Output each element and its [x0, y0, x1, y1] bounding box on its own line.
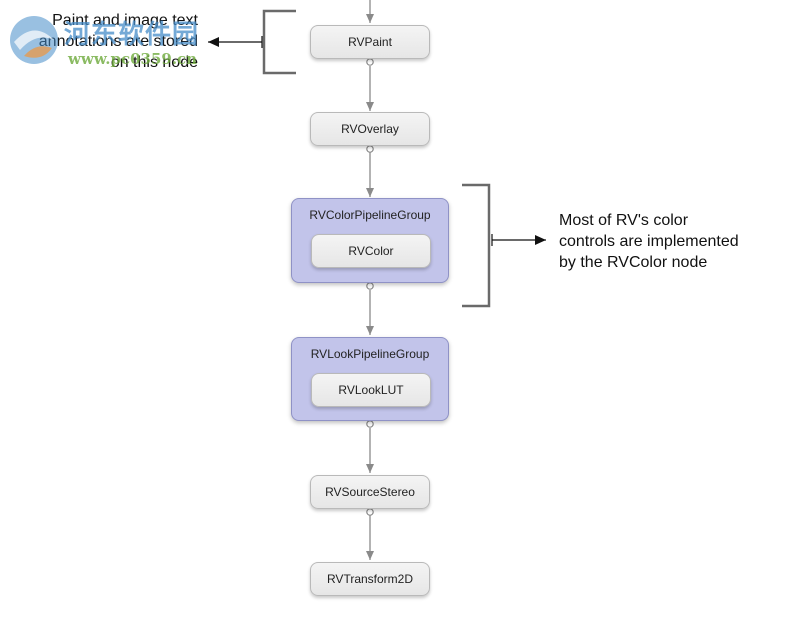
port-rvoverlay-out: [366, 145, 374, 153]
port-rvpaint-out: [366, 58, 374, 66]
group-rvlookpipeline-title: RVLookPipelineGroup: [310, 347, 430, 361]
node-rvlooklut[interactable]: RVLookLUT: [311, 373, 431, 407]
watermark-title: 河东软件园: [64, 20, 200, 50]
annotation-paint-line-3: on this node: [110, 54, 198, 71]
annotation-paint: Paint and image text annotations are sto…: [8, 10, 198, 73]
annotation-paint-line-1: Paint and image text: [52, 12, 198, 29]
annotation-color: Most of RV's color controls are implemen…: [559, 210, 794, 273]
node-rvoverlay-label: RVOverlay: [341, 122, 399, 136]
node-rvsourcestereo[interactable]: RVSourceStereo: [310, 475, 430, 509]
node-rvlooklut-label: RVLookLUT: [338, 383, 404, 397]
node-rvpaint-label: RVPaint: [348, 35, 392, 49]
annotation-color-line-3: by the RVColor node: [559, 254, 708, 271]
bracket-paint: [262, 9, 296, 75]
node-rvcolor-label: RVColor: [348, 244, 394, 258]
node-rvpaint[interactable]: RVPaint: [310, 25, 430, 59]
watermark-url: www.pc0359.cn: [68, 50, 198, 68]
node-rvoverlay[interactable]: RVOverlay: [310, 112, 430, 146]
annotation-paint-line-2: annotations are stored: [38, 33, 198, 50]
node-rvtransform2d[interactable]: RVTransform2D: [310, 562, 430, 596]
node-rvtransform2d-label: RVTransform2D: [326, 572, 414, 586]
port-colorgroup-out: [366, 282, 374, 290]
group-rvcolorpipeline-title: RVColorPipelineGroup: [309, 208, 431, 222]
annotation-color-line-2: controls are implemented: [559, 233, 739, 250]
port-lookgroup-out: [366, 420, 374, 428]
watermark-logo-icon: [10, 16, 58, 64]
watermark: 河东软件园 www.pc0359.cn: [4, 10, 209, 72]
group-rvcolorpipeline[interactable]: RVColorPipelineGroup RVColor: [291, 198, 449, 283]
annotation-color-line-1: Most of RV's color: [559, 212, 689, 229]
node-rvsourcestereo-label: RVSourceStereo: [325, 485, 415, 499]
node-rvcolor[interactable]: RVColor: [311, 234, 431, 268]
bracket-color: [462, 183, 491, 308]
group-rvlookpipeline[interactable]: RVLookPipelineGroup RVLookLUT: [291, 337, 449, 421]
port-rvsourcestereo-out: [366, 508, 374, 516]
